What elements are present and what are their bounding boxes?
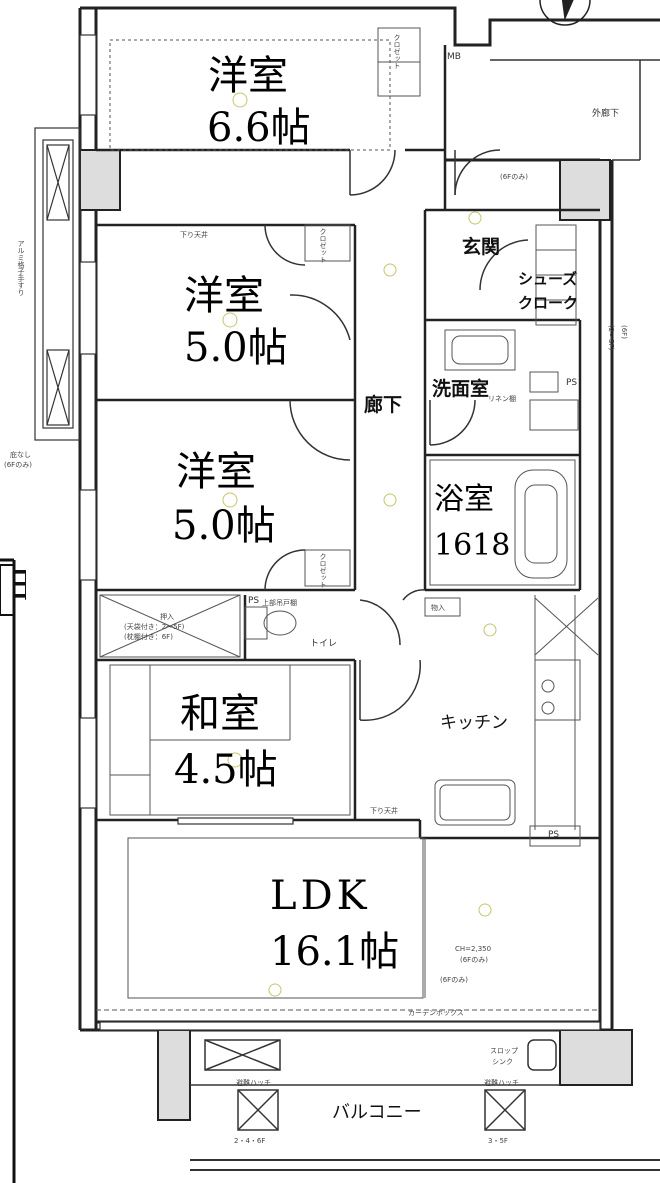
interior-walls: [96, 45, 600, 840]
closet-label-2: クロゼット: [319, 228, 327, 263]
upper-shelf-label: 上部吊戸棚: [262, 599, 297, 607]
compass-icon: [539, 0, 591, 26]
hatch-right-floors: 3・5F: [488, 1137, 508, 1145]
hatch-right-label: 避難ハッチ: [484, 1079, 519, 1087]
detail-lines: [96, 27, 600, 1011]
corner-char: 日: [0, 566, 34, 606]
room-japanese-name: 和室: [180, 691, 260, 737]
lowered-ceiling-label-2: 下り天井: [370, 807, 398, 815]
washroom-label: 洗面室: [432, 378, 490, 400]
alum-rail-label: アルミ格子手すり: [17, 240, 25, 296]
room-western3-name: 洋室: [176, 449, 256, 495]
floor-note-b: (6F): [620, 325, 628, 339]
curtain-box-label: カーテンボックス: [408, 1009, 464, 1017]
hatch-left-label: 避難ハッチ: [236, 1079, 271, 1087]
entrance-label: 玄関: [462, 236, 501, 258]
closet-label-1: クロゼット: [393, 34, 401, 69]
left-frame: [0, 558, 16, 1183]
slop-sink-label-1: スロップ: [490, 1047, 518, 1055]
room-ldk-name: LDK: [270, 873, 371, 919]
ch-note-1: CH=2,350: [455, 945, 492, 953]
balcony-label: バルコニー: [332, 1102, 422, 1123]
storage-note-2: (天袋付き：2～5F): [124, 623, 185, 631]
hatch-left-floors: 2・4・6F: [234, 1137, 266, 1145]
room-ldk-size: 16.1帖: [270, 929, 400, 975]
six-f-only-1: (6Fのみ): [500, 173, 528, 181]
toilet-label: トイレ: [310, 639, 338, 649]
outside-corridor: [490, 59, 660, 161]
ps-label-1: PS: [566, 378, 578, 388]
storage-label: 物入: [431, 604, 445, 612]
storage-note-3: (枕棚付き：6F): [124, 633, 173, 641]
windows: [79, 34, 601, 1031]
linen-label: リネン棚: [488, 395, 516, 403]
shoes-closet-label-1: シューズ: [518, 270, 578, 288]
storage-note-1: 押入: [160, 613, 174, 621]
ps-label-3: PS: [548, 830, 560, 840]
alum-rail-box: [34, 127, 81, 441]
lowered-ceiling-label-1: 下り天井: [180, 231, 208, 239]
balcony-outline: [190, 1039, 660, 1171]
hallway-label: 廊下: [364, 394, 403, 416]
room-western2-name: 洋室: [184, 273, 264, 319]
bath-size-label: 1618: [434, 528, 511, 563]
no-rail-label-1: 庇なし: [10, 451, 31, 459]
light-fixtures: [222, 92, 497, 997]
ch-note-2: (6Fのみ): [460, 956, 488, 964]
closet-label-3: クロゼット: [319, 553, 327, 588]
outside-corridor-label: 外廊下: [592, 109, 620, 119]
room-japanese-size: 4.5帖: [174, 747, 278, 793]
mb-label: MB: [447, 52, 461, 62]
shoes-closet-label-2: クローク: [518, 294, 579, 312]
bath-name-label: 浴室: [434, 482, 494, 517]
slop-sink-label-2: シンク: [492, 1058, 513, 1066]
no-rail-label-2: (6Fのみ): [4, 461, 32, 469]
ps-label-2: PS: [248, 596, 260, 606]
room-western3-size: 5.0帖: [172, 503, 276, 549]
room-western2-size: 5.0帖: [184, 325, 288, 371]
kitchen-label: キッチン: [440, 713, 508, 733]
floor-note-a: (2～5F): [607, 325, 615, 351]
doors: [264, 149, 529, 721]
six-f-only-2: (6Fのみ): [440, 976, 468, 984]
room-western1-size: 6.6帖: [207, 105, 311, 151]
room-western1-name: 洋室: [208, 53, 288, 99]
